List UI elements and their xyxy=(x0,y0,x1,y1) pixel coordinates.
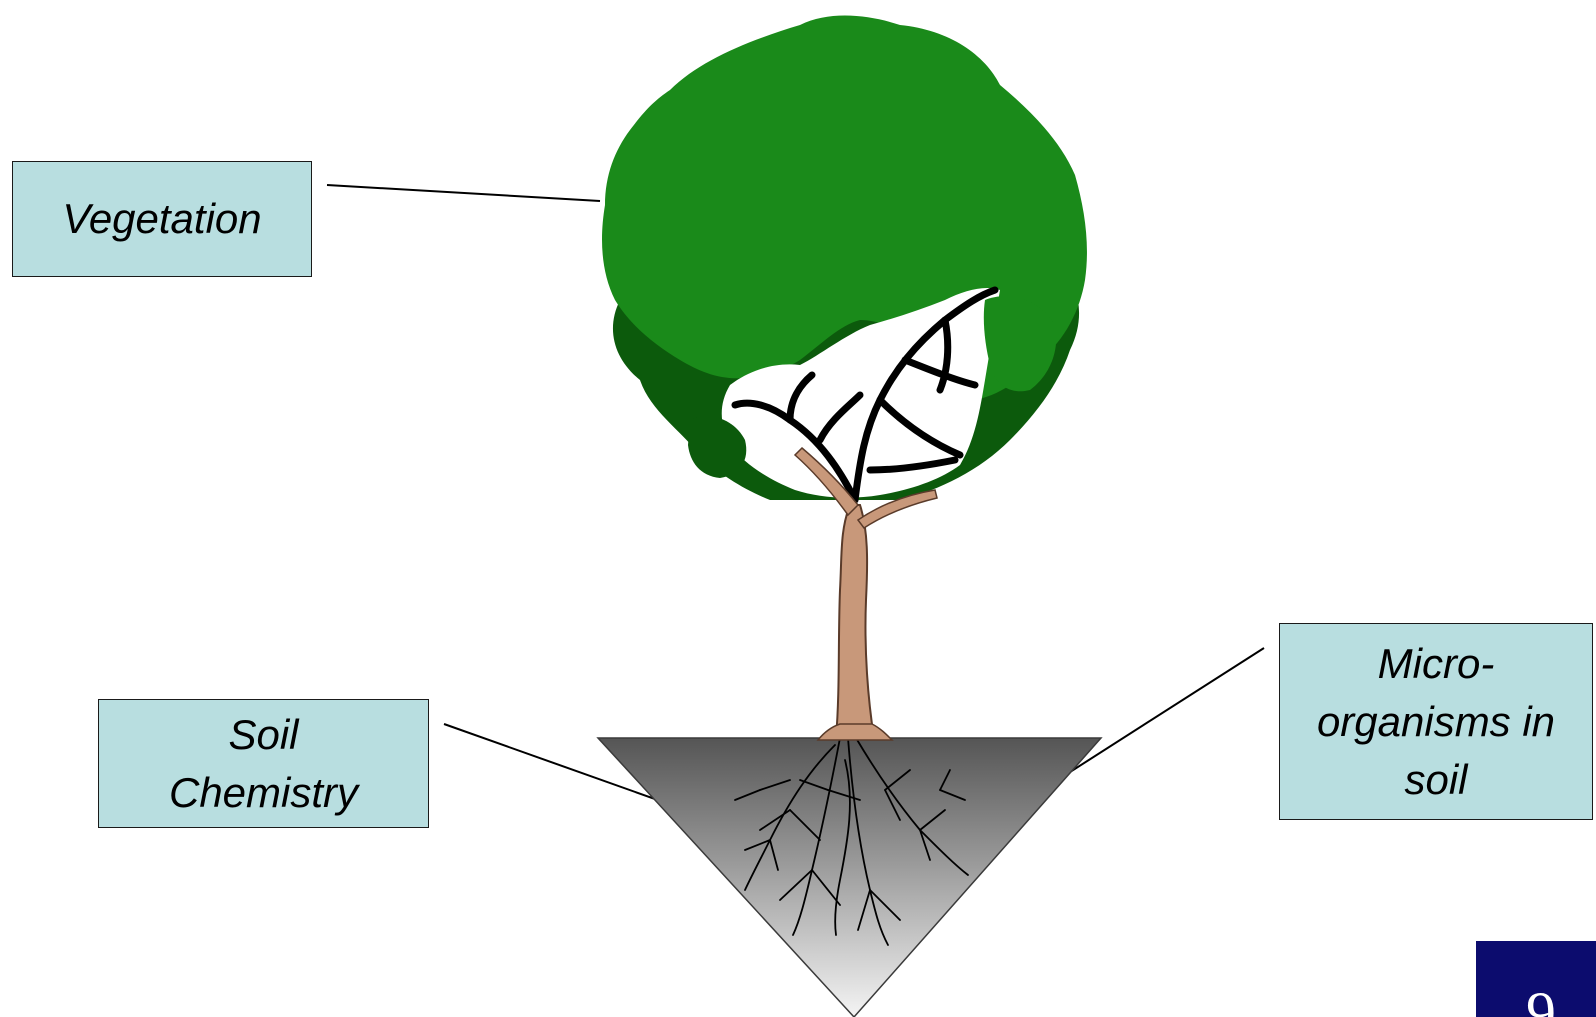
vegetation-connector xyxy=(326,184,601,202)
soil-chemistry-label: Soil Chemistry xyxy=(168,710,359,816)
soil-box-fill xyxy=(98,699,429,828)
trunk xyxy=(834,504,876,739)
micro-box-fill xyxy=(1279,623,1593,820)
micro-organisms-label: Micro- organisms in soil xyxy=(1316,639,1556,803)
page-badge-fill xyxy=(1476,941,1596,1017)
micro-organisms-label-box: Micro- organisms in soil xyxy=(1279,623,1593,820)
foliage-clump-left xyxy=(688,416,747,478)
roots-icon xyxy=(734,737,969,946)
vegetation-label: Vegetation xyxy=(62,195,262,242)
trunk-branch-right xyxy=(856,489,938,530)
vegetation-label-box: Vegetation xyxy=(12,161,312,277)
foliage-clump-right xyxy=(983,296,1057,392)
page-number: 9 xyxy=(1526,980,1556,1017)
soil-chemistry-label-box: Soil Chemistry xyxy=(98,699,429,828)
trunk-base xyxy=(816,723,894,741)
page-number-badge: 9 xyxy=(1476,941,1596,1017)
branches xyxy=(731,286,999,504)
tree-icon xyxy=(602,15,1087,741)
trunk-branch-left xyxy=(793,446,860,517)
vegetation-box-fill xyxy=(12,161,312,277)
